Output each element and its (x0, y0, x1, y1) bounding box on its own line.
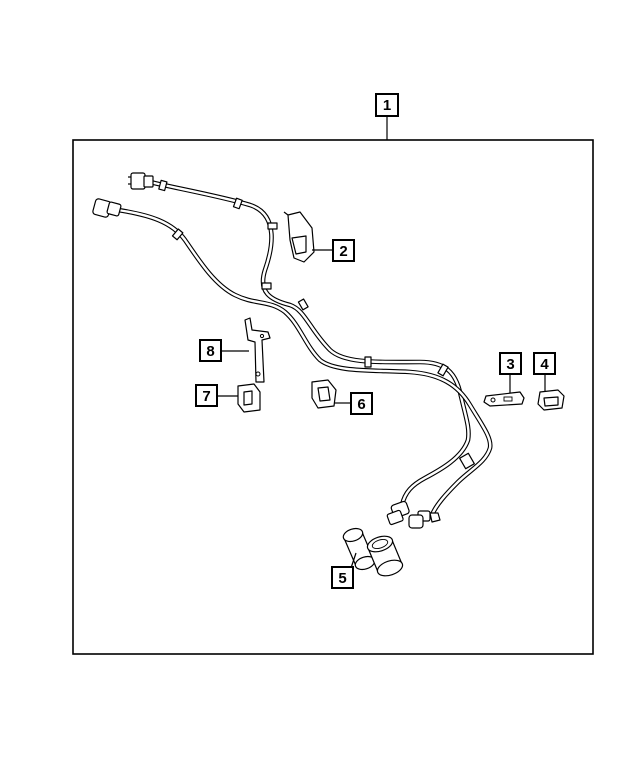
callout-6-label: 6 (357, 396, 365, 413)
callout-1[interactable]: 1 (375, 93, 399, 117)
callout-7-box (195, 384, 218, 407)
connector-lower-b (408, 510, 441, 529)
tie-band (232, 197, 243, 210)
tie-band (267, 222, 278, 230)
callout-8-box (199, 339, 222, 362)
connector-left (92, 198, 122, 218)
callout-6-box (350, 392, 373, 415)
tie-band (459, 452, 475, 470)
wiring-harness (115, 179, 493, 518)
harness-clip (283, 211, 315, 263)
tie-band (158, 179, 168, 192)
callout-5-box (331, 566, 354, 589)
callout-5-label: 5 (338, 570, 346, 587)
callout-7-label: 7 (202, 388, 210, 405)
mounting-bracket (244, 317, 271, 383)
tie-band (364, 356, 372, 368)
tie-band (297, 298, 309, 311)
callout-8-label: 8 (206, 343, 214, 360)
callout-3-label: 3 (506, 356, 514, 373)
kit-frame (72, 139, 594, 655)
callout-4-label: 4 (540, 356, 549, 373)
tie-band (261, 282, 272, 290)
callout-3-box (499, 352, 522, 375)
callout-6[interactable]: 6 (350, 392, 373, 415)
insulator-sleeves (342, 527, 404, 577)
connector-upper-left (128, 172, 154, 190)
sleeve-back (342, 527, 376, 571)
callout-4-box (533, 352, 556, 375)
callout-1-label: 1 (383, 97, 391, 114)
callout-3[interactable]: 3 (499, 352, 522, 375)
callout-2-label: 2 (339, 243, 347, 260)
callout-2-box (332, 239, 355, 262)
bracket-strap (483, 391, 525, 407)
tie-band (437, 363, 449, 377)
grommet-clip (237, 383, 261, 413)
connector-clip (537, 389, 565, 411)
retainer-clip (311, 379, 337, 409)
callout-5-leader (350, 552, 357, 569)
tie-band (171, 228, 184, 241)
callout-5[interactable]: 5 (331, 566, 354, 589)
connector-lower-a (386, 500, 410, 526)
callout-8[interactable]: 8 (199, 339, 222, 362)
sleeve-front (366, 535, 404, 577)
callout-2[interactable]: 2 (332, 239, 355, 262)
callout-4[interactable]: 4 (533, 352, 556, 375)
callout-7[interactable]: 7 (195, 384, 218, 407)
